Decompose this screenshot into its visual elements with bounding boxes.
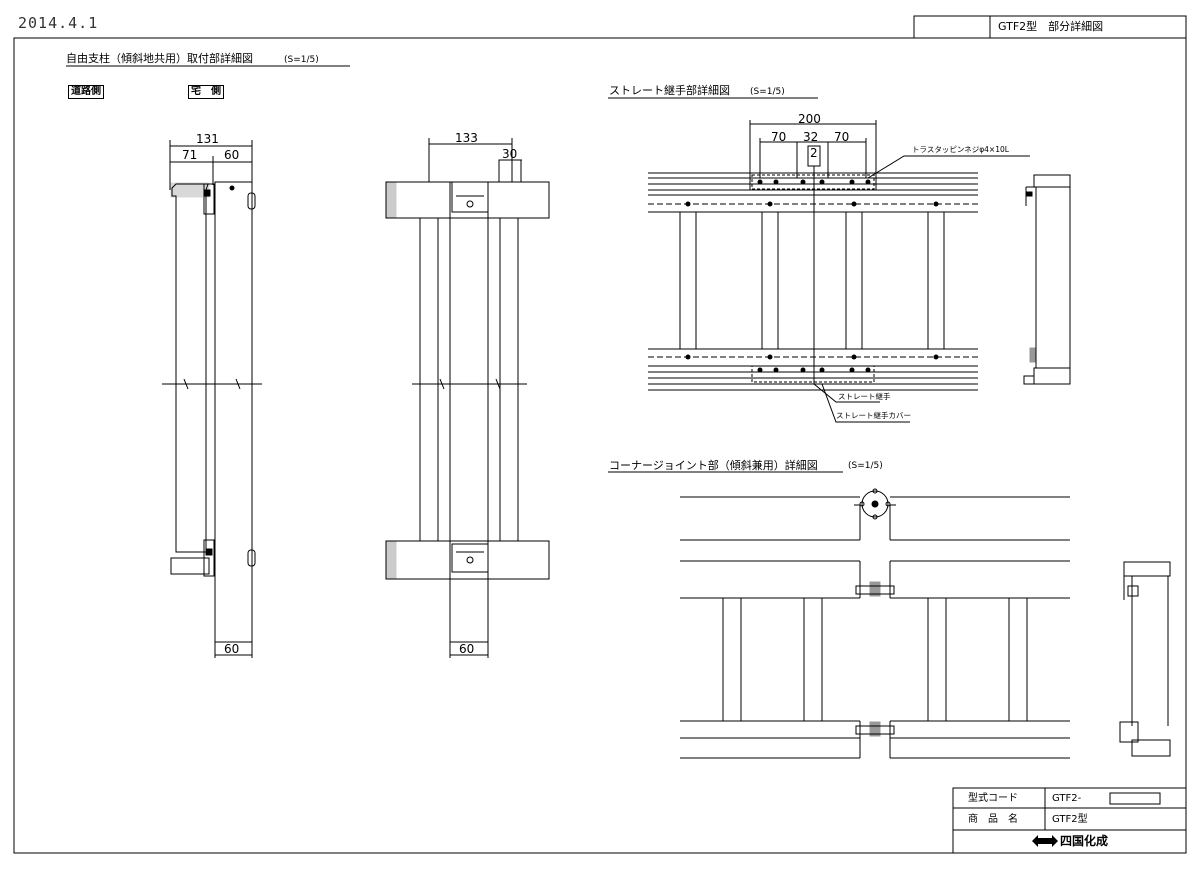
dim-60-top: 60	[224, 148, 240, 162]
dim-2: 2	[810, 146, 818, 160]
dim-131: 131	[196, 132, 219, 146]
dim-200: 200	[798, 112, 821, 126]
product-name-value: GTF2型	[1052, 814, 1088, 825]
dim-70-left: 70	[771, 130, 787, 144]
corner-joint-view	[680, 488, 1070, 759]
dim-32: 32	[803, 130, 819, 144]
drawing-date: 2014.4.1	[18, 14, 99, 32]
straight-joint-title: ストレート継手部詳細図	[609, 84, 730, 97]
dim-71: 71	[182, 148, 198, 162]
corner-joint-scale: (S=1/5)	[848, 461, 883, 471]
dim-60-side-bottom: 60	[224, 642, 240, 656]
post-front-view	[385, 138, 550, 658]
dim-60-front-bottom: 60	[459, 642, 475, 656]
callout-tapping-screw: トラスタッピンネジφ4×10L	[912, 145, 1009, 154]
company-name: 四国化成	[1060, 834, 1109, 848]
dim-133: 133	[455, 131, 478, 145]
callout-straight-joint: ストレート継手	[838, 392, 891, 401]
post-side-view	[162, 140, 262, 658]
corner-joint-title: コーナージョイント部（傾斜兼用）詳細図	[609, 459, 818, 472]
corner-joint-section	[1119, 561, 1171, 757]
drawing-title: GTF2型 部分詳細図	[998, 20, 1104, 33]
company-logo-icon	[1032, 835, 1058, 847]
title-tab-frame	[913, 15, 1187, 39]
product-name-label: 商 品 名	[968, 814, 1018, 825]
model-code-label: 型式コード	[968, 793, 1018, 804]
straight-joint-scale: (S=1/5)	[750, 87, 785, 97]
post-detail-scale: (S=1/5)	[284, 55, 319, 65]
callout-straight-joint-cover: ストレート継手カバー	[836, 411, 911, 420]
straight-joint-section	[1023, 174, 1071, 385]
dim-70-right: 70	[834, 130, 850, 144]
model-code-value: GTF2-	[1052, 793, 1082, 804]
post-detail-title: 自由支柱（傾斜地共用）取付部詳細図	[66, 52, 253, 65]
road-side-label: 道路側	[68, 85, 104, 99]
dim-30: 30	[502, 147, 518, 161]
site-side-label: 宅 側	[188, 85, 224, 99]
straight-joint-view	[648, 120, 1030, 423]
title-block	[952, 787, 1187, 854]
sheet-border	[13, 37, 1187, 854]
